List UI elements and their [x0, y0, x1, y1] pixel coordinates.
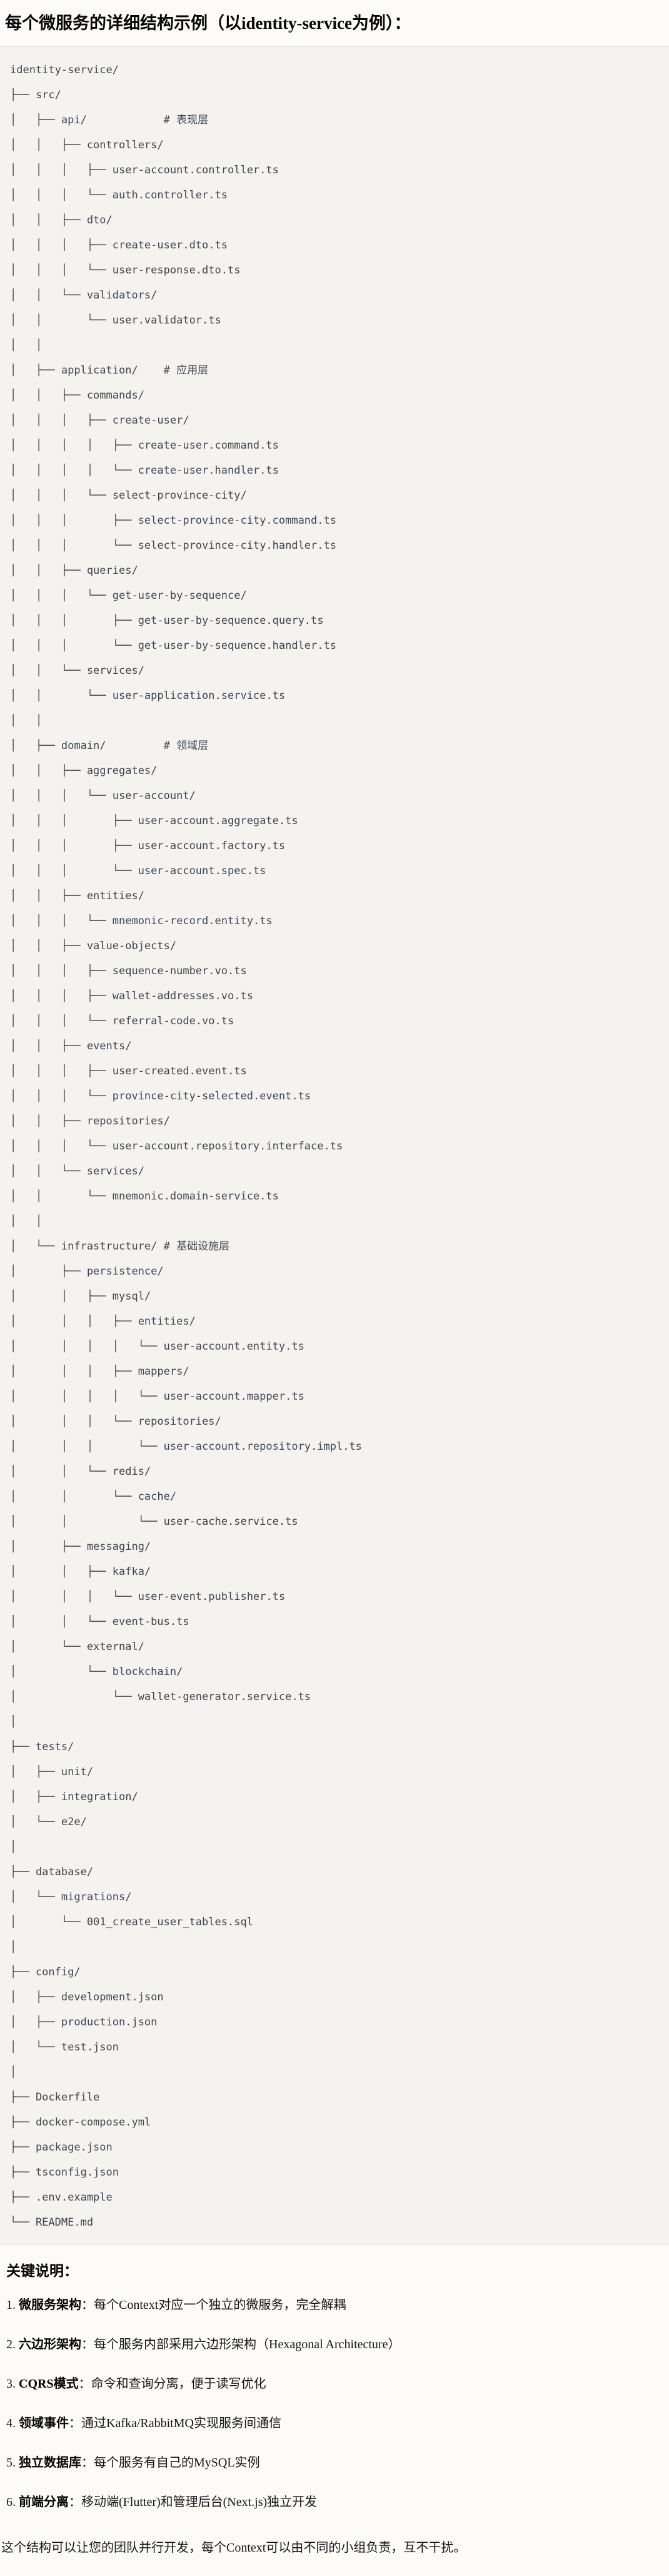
note-number: 4.: [6, 2416, 16, 2430]
notes-section: 关键说明： 1.微服务架构：每个Context对应一个独立的微服务，完全解耦 2…: [0, 2261, 669, 2511]
note-number: 1.: [6, 2298, 16, 2312]
note-term: 微服务架构: [19, 2298, 81, 2312]
note-item-frontend-split: 6.前端分离：移动端(Flutter)和管理后台(Next.js)独立开发: [6, 2493, 669, 2511]
note-item-hexagonal: 2.六边形架构：每个服务内部采用六边形架构（Hexagonal Architec…: [6, 2336, 669, 2353]
note-desc: ：移动端(Flutter)和管理后台(Next.js)独立开发: [69, 2495, 318, 2509]
note-desc: ：每个Context对应一个独立的微服务，完全解耦: [81, 2298, 346, 2312]
note-desc: ：命令和查询分离，便于读写优化: [78, 2377, 266, 2391]
closing-paragraph: 这个结构可以让您的团队并行开发，每个Context可以由不同的小组负责，互不干扰…: [1, 2541, 466, 2555]
note-item-microservice: 1.微服务架构：每个Context对应一个独立的微服务，完全解耦: [6, 2296, 669, 2314]
note-term: 领域事件: [19, 2416, 69, 2430]
notes-heading: 关键说明：: [6, 2263, 78, 2279]
note-desc: ：通过Kafka/RabbitMQ实现服务间通信: [69, 2416, 281, 2430]
note-desc: ：每个服务有自己的MySQL实例: [81, 2456, 260, 2470]
note-term: 六边形架构: [19, 2338, 81, 2351]
note-item-independent-db: 5.独立数据库：每个服务有自己的MySQL实例: [6, 2454, 669, 2472]
note-number: 6.: [6, 2495, 16, 2509]
code-block: identity-service/ ├── src/ │ ├── api/ # …: [0, 46, 669, 2245]
note-term: CQRS模式: [19, 2377, 79, 2391]
note-number: 3.: [6, 2377, 16, 2391]
note-item-domain-events: 4.领域事件：通过Kafka/RabbitMQ实现服务间通信: [6, 2415, 669, 2432]
note-term: 独立数据库: [19, 2456, 81, 2470]
note-item-cqrs: 3.CQRS模式：命令和查询分离，便于读写优化: [6, 2375, 669, 2393]
directory-tree-text: identity-service/ ├── src/ │ ├── api/ # …: [10, 64, 362, 2229]
note-desc: ：每个服务内部采用六边形架构（Hexagonal Architecture）: [81, 2338, 401, 2351]
note-number: 5.: [6, 2456, 16, 2470]
page-title: 每个微服务的详细结构示例（以identity-service为例）：: [5, 14, 411, 33]
note-number: 2.: [6, 2338, 16, 2351]
note-term: 前端分离: [19, 2495, 69, 2509]
